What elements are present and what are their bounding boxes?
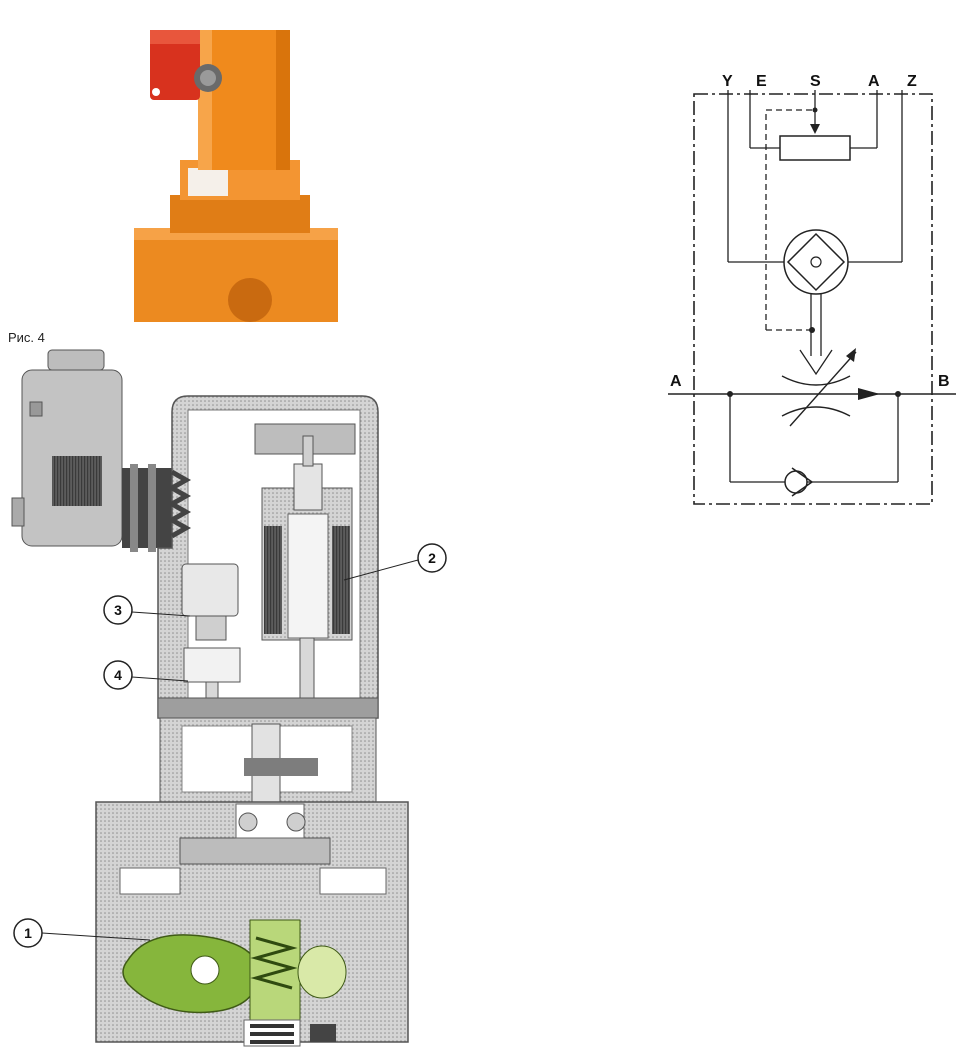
port-label-a-top: A bbox=[868, 73, 880, 90]
port-label-e: E bbox=[756, 73, 767, 90]
cross-section-drawing: 1 2 3 4 bbox=[0, 348, 460, 1048]
valve-body bbox=[96, 802, 408, 1046]
port-label-a-left: A bbox=[670, 373, 682, 390]
figure-caption: Рис. 4 bbox=[8, 330, 45, 345]
valve-photo bbox=[110, 0, 354, 322]
callout-3-label: 3 bbox=[114, 602, 122, 618]
port-label-z: Z bbox=[907, 73, 917, 90]
callout-1-label: 1 bbox=[24, 925, 32, 941]
throttle-symbol bbox=[782, 348, 880, 426]
electrical-connector bbox=[12, 350, 172, 552]
hydraulic-schematic: Y E S A Z A B bbox=[662, 60, 962, 520]
port-label-b: B bbox=[938, 373, 950, 390]
callout-2-label: 2 bbox=[428, 550, 436, 566]
motor-symbol bbox=[784, 230, 848, 374]
callout-4-label: 4 bbox=[114, 667, 122, 683]
port-label-s: S bbox=[810, 73, 821, 90]
port-label-y: Y bbox=[722, 73, 733, 90]
port-hole bbox=[228, 278, 272, 322]
potentiometer-symbol bbox=[780, 136, 850, 160]
